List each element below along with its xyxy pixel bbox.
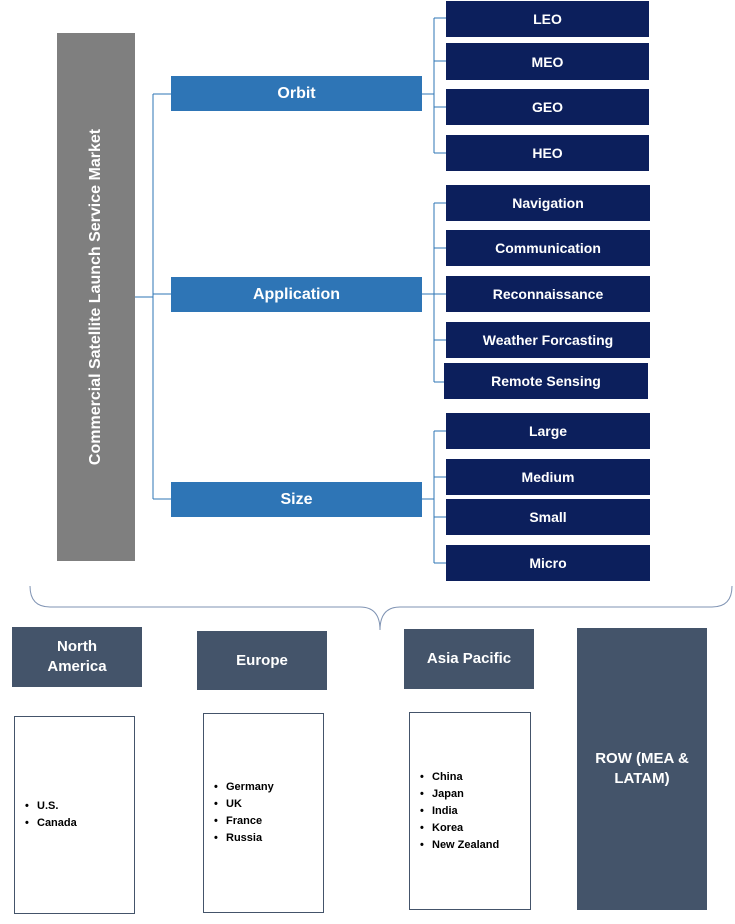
category-size: Size	[171, 482, 422, 517]
subitem-remote-sensing: Remote Sensing	[444, 363, 648, 399]
subitem-label: Navigation	[512, 195, 584, 211]
country-item: U.S.	[25, 798, 77, 815]
country-item: Germany	[214, 779, 274, 796]
category-label: Application	[252, 285, 341, 303]
subitem-weather-forcasting: Weather Forcasting	[446, 322, 650, 358]
country-item: UK	[214, 796, 274, 813]
country-list-north-america: U.S. Canada	[14, 716, 135, 914]
country-item: India	[420, 803, 499, 820]
subitem-label: Small	[529, 509, 567, 525]
subitem-label: Weather Forcasting	[482, 332, 614, 348]
market-title-box: Commercial Satellite Launch Service Mark…	[57, 33, 135, 561]
subitem-medium: Medium	[446, 459, 650, 495]
region-label: ROW (MEA & LATAM)	[595, 750, 689, 787]
subitem-meo: MEO	[446, 43, 649, 80]
category-orbit: Orbit	[171, 76, 422, 111]
subitem-label: Reconnaissance	[492, 286, 604, 302]
category-label: Size	[280, 490, 313, 508]
category-label: Orbit	[277, 84, 316, 102]
region-north-america: North America	[12, 627, 142, 687]
subitem-label: Remote Sensing	[491, 373, 601, 389]
country-item: China	[420, 769, 499, 786]
subitem-label: LEO	[533, 11, 562, 27]
region-label: North America	[47, 638, 107, 675]
subitem-label: Medium	[521, 469, 575, 485]
subitem-label: Communication	[495, 240, 601, 256]
subitem-micro: Micro	[446, 545, 650, 581]
subitem-label: Micro	[529, 555, 567, 571]
region-row: ROW (MEA & LATAM)	[577, 628, 707, 910]
country-item: Japan	[420, 786, 499, 803]
subitem-large: Large	[446, 413, 650, 449]
region-label: Europe	[236, 651, 288, 669]
region-label: Asia Pacific	[426, 650, 512, 667]
country-item: Korea	[420, 820, 499, 837]
subitem-label: Large	[528, 423, 568, 439]
subitem-reconnaissance: Reconnaissance	[446, 276, 650, 312]
subitem-label: HEO	[532, 145, 563, 161]
country-item: New Zealand	[420, 837, 499, 854]
subitem-label: MEO	[531, 53, 564, 70]
category-application: Application	[171, 277, 422, 312]
region-asia-pacific: Asia Pacific	[404, 629, 534, 689]
region-europe: Europe	[197, 631, 327, 690]
country-item: Canada	[25, 815, 77, 832]
country-item: Russia	[214, 830, 274, 847]
subitem-leo: LEO	[446, 1, 649, 37]
country-item: France	[214, 813, 274, 830]
subitem-small: Small	[446, 499, 650, 535]
subitem-heo: HEO	[446, 135, 649, 171]
country-list-europe: Germany UK France Russia	[203, 713, 324, 913]
country-list-asia-pacific: China Japan India Korea New Zealand	[409, 712, 531, 910]
subitem-label: GEO	[531, 99, 564, 115]
subitem-geo: GEO	[446, 89, 649, 125]
market-title: Commercial Satellite Launch Service Mark…	[87, 128, 104, 466]
subitem-communication: Communication	[446, 230, 650, 266]
subitem-navigation: Navigation	[446, 185, 650, 221]
region-brace	[29, 585, 733, 631]
